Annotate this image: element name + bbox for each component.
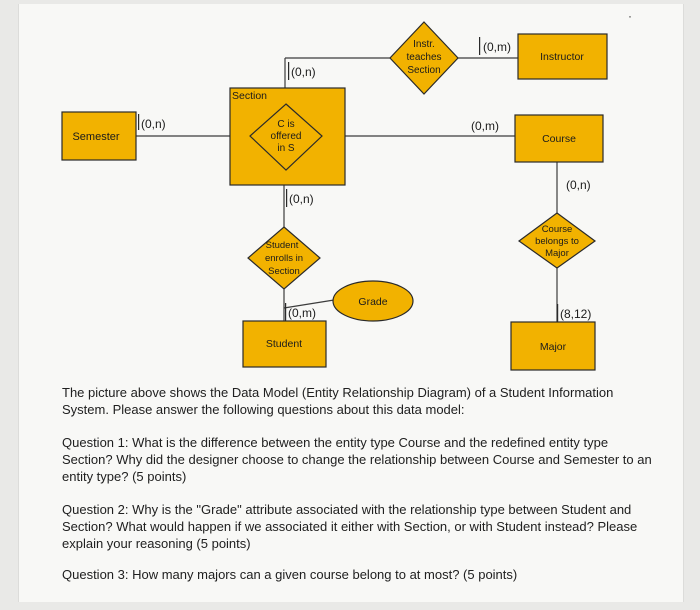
entity-course: Course xyxy=(514,114,604,163)
relationship-instr-teaches-section: Instr. teaches Section xyxy=(389,21,459,95)
diamond-instr-teaches-line3: Section xyxy=(407,65,440,76)
entity-student-label: Student xyxy=(266,338,302,350)
entity-major: Major xyxy=(510,321,596,371)
cardinality-major-belongs: (8,12) xyxy=(560,307,591,321)
cardinality-bracket-student-enrolls xyxy=(285,303,287,321)
diamond-c-offered xyxy=(249,103,323,171)
line-grade-link xyxy=(283,299,335,309)
entity-course-box xyxy=(514,114,604,163)
entity-course-label: Course xyxy=(542,133,576,145)
cardinality-course-offered: (0,m) xyxy=(471,119,499,133)
entity-student: Student xyxy=(242,320,327,368)
diamond-course-belongs-line1: Course xyxy=(542,224,573,235)
entity-semester: Semester xyxy=(61,111,137,161)
entity-section-label: Section xyxy=(232,90,267,102)
diamond-instr-teaches xyxy=(389,21,459,95)
diamond-student-enrolls xyxy=(247,226,321,290)
cardinality-bracket-semester xyxy=(138,114,140,130)
connector-lines xyxy=(136,57,558,322)
relationship-course-belongs-major: Course belongs to Major xyxy=(517,212,597,269)
cardinality-bracket-section-teaches xyxy=(288,62,290,80)
question-1: Question 1: What is the difference betwe… xyxy=(62,435,652,484)
question-3: Question 3: How many majors can a given … xyxy=(62,567,518,582)
attribute-grade: Grade xyxy=(332,280,414,322)
diamond-student-enrolls-line1: Student xyxy=(266,240,299,251)
cardinality-instructor-teaches: (0,m) xyxy=(483,40,511,54)
diamond-course-belongs-line3: Major xyxy=(545,248,569,259)
relationship-c-offered-in-s: C is offered in S xyxy=(249,103,323,171)
entity-semester-box xyxy=(61,111,137,161)
stray-mark: · xyxy=(628,9,632,23)
entity-instructor-box xyxy=(517,33,608,80)
diamond-student-enrolls-line3: Section xyxy=(268,266,300,277)
diamond-c-offered-line2: offered xyxy=(271,131,302,142)
cardinality-labels: (0,n) (0,n) (0,m) (0,m) (0,n) (0,m) (0,n… xyxy=(138,37,591,322)
relationship-student-enrolls-section: Student enrolls in Section xyxy=(247,226,321,290)
intro-paragraph: The picture above shows the Data Model (… xyxy=(62,385,614,417)
entity-instructor: Instructor xyxy=(517,33,608,80)
diamond-course-belongs xyxy=(517,212,597,269)
cardinality-section-teaches: (0,n) xyxy=(291,65,316,79)
entity-instructor-label: Instructor xyxy=(540,51,584,63)
er-diagram: Semester Section Instructor Course Stude… xyxy=(61,9,632,371)
cardinality-semester-offered: (0,n) xyxy=(141,117,166,131)
diamond-instr-teaches-line1: Instr. xyxy=(413,39,435,50)
attribute-grade-label: Grade xyxy=(358,296,387,308)
diamond-instr-teaches-line2: teaches xyxy=(406,52,441,63)
entity-major-label: Major xyxy=(540,341,567,353)
cardinality-bracket-section-enrolls xyxy=(286,189,288,207)
cardinality-course-belongs: (0,n) xyxy=(566,178,591,192)
attribute-grade-ellipse xyxy=(332,280,414,322)
diamond-student-enrolls-line2: enrolls in xyxy=(265,253,303,264)
cardinality-bracket-instructor xyxy=(479,37,481,55)
cardinality-bracket-major xyxy=(557,304,559,322)
cardinality-student-enrolls: (0,m) xyxy=(288,306,316,320)
diamond-c-offered-line1: C is xyxy=(277,119,294,130)
entity-student-box xyxy=(242,320,327,368)
question-2: Question 2: Why is the "Grade" attribute… xyxy=(62,502,638,551)
entity-semester-label: Semester xyxy=(72,131,119,143)
cardinality-section-enrolls: (0,n) xyxy=(289,192,314,206)
entity-major-box xyxy=(510,321,596,371)
diamond-course-belongs-line2: belongs to xyxy=(535,236,579,247)
diamond-c-offered-line3: in S xyxy=(277,143,295,154)
